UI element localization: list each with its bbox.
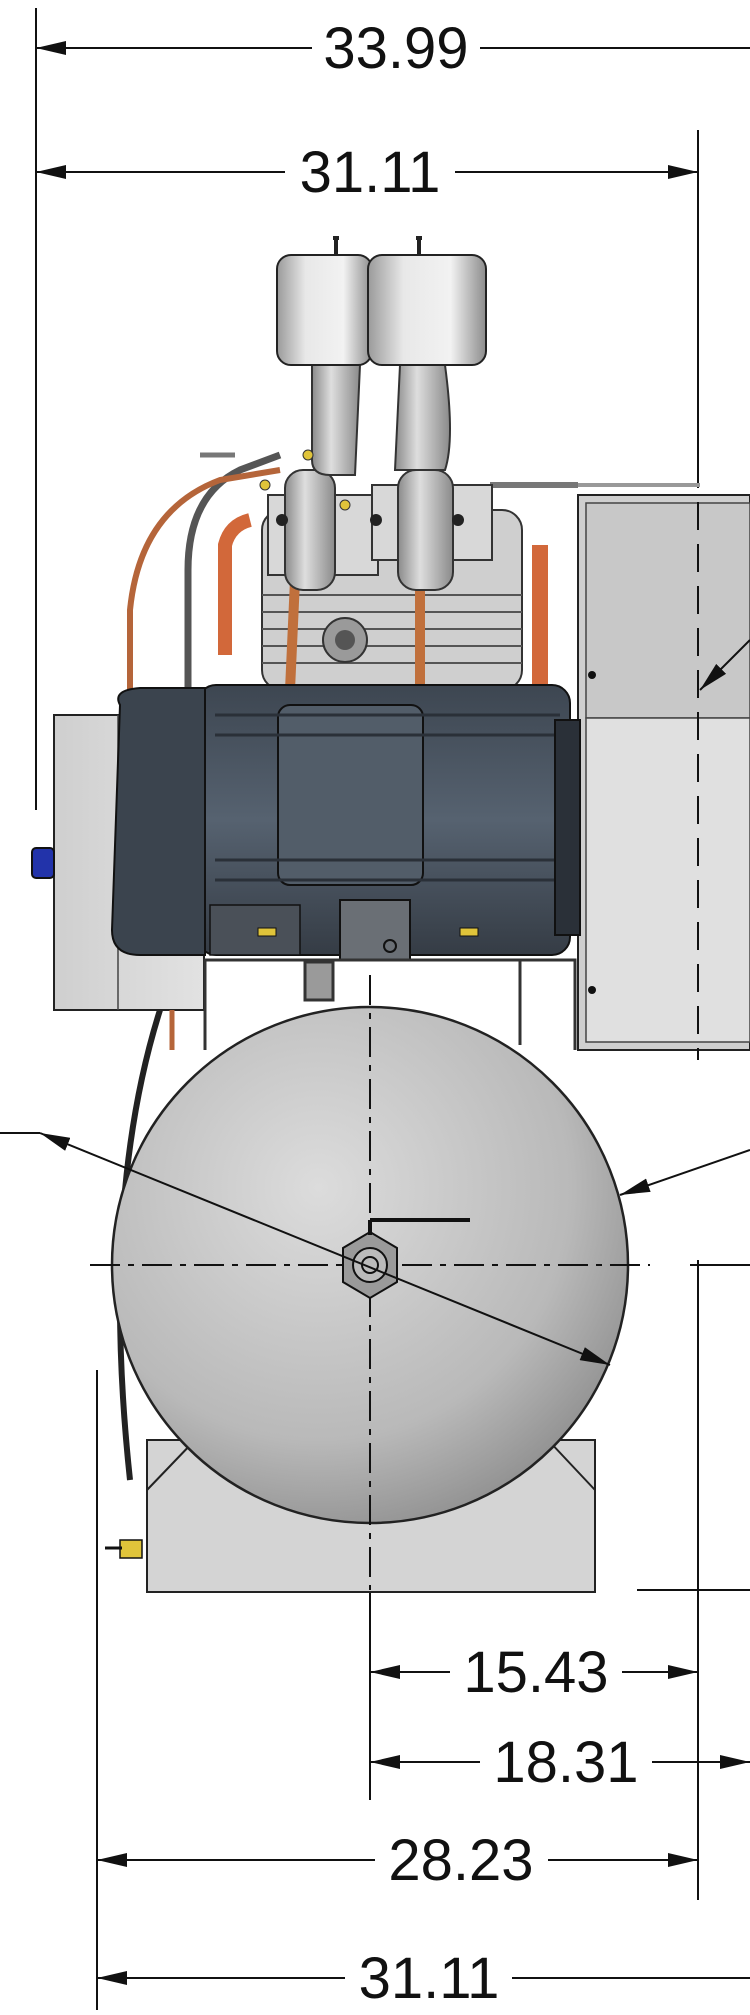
electric-motor [110,684,581,961]
dimension-overall-width-top: 33.99 [36,16,750,81]
dimension-frame-width-top: 31.11 [36,140,698,205]
motor-base-frame [203,958,577,1050]
dimension-overall-width-bottom: 31.11 [97,1946,750,2011]
dimension-label: 28.23 [388,1828,533,1893]
dimension-label: 33.99 [323,16,468,81]
dimension-label: 18.31 [493,1730,638,1795]
air-filter-left [276,254,373,366]
right-enclosure [577,460,750,1060]
tubing [117,451,700,1481]
dimension-tank-center-to-edge: 18.31 [370,1730,750,1795]
power-button-icon [31,847,55,879]
air-filters [276,236,487,366]
air-receiver-tank [0,975,750,1593]
dimension-label: 31.11 [359,1946,500,2011]
air-filter-right [367,254,487,366]
dimension-label: 31.11 [300,140,441,205]
drain-cock-icon [119,1539,143,1559]
dimension-base-width: 28.23 [97,1828,698,1893]
compressor-pump [259,364,523,691]
dimension-tank-center-to-right: 15.43 [370,1640,698,1705]
dimension-label: 15.43 [463,1640,608,1705]
